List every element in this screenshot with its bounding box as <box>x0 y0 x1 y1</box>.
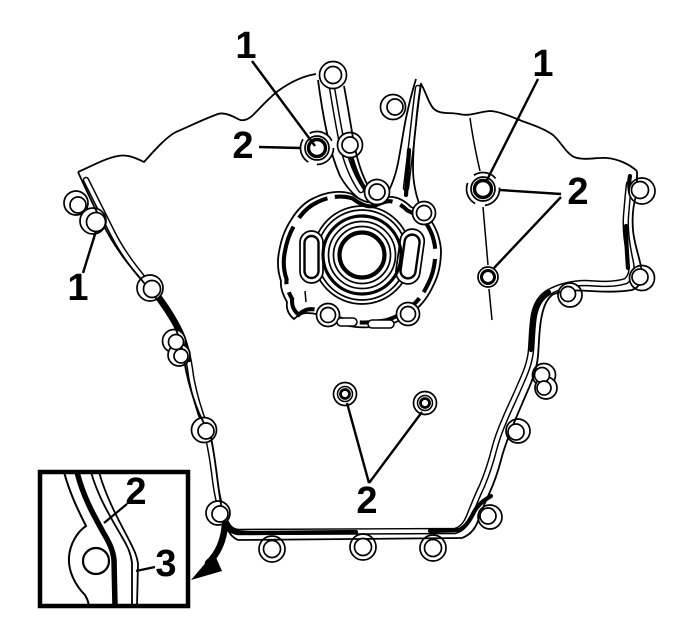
bolt-holes <box>69 65 650 559</box>
sealant-rings <box>299 130 501 416</box>
inset-callout-3: 3 <box>155 543 177 585</box>
pump-boundary <box>277 191 442 329</box>
sealant-ring-top-left <box>299 130 335 166</box>
pump-sealer-bead <box>281 194 438 325</box>
callout-1-top-right: 1 <box>532 43 554 85</box>
callout-1-left: 1 <box>67 267 89 309</box>
callout-2-bottom: 2 <box>356 480 378 522</box>
sealer-bead-segments <box>147 147 633 536</box>
inset-bolt-hole <box>81 546 111 576</box>
callout-1-top-left: 1 <box>235 25 257 67</box>
magnifier-arrow-icon <box>191 520 229 580</box>
inset-leaders <box>103 503 156 573</box>
pump-hub <box>277 178 442 329</box>
inset-cover-edge-line-1 <box>90 474 133 604</box>
sealant-ring-bottom-left <box>332 381 358 407</box>
cover-outline <box>77 73 644 541</box>
inset-sealer-bead <box>74 474 118 604</box>
callout-leaders <box>81 60 562 484</box>
inset-detail-box <box>37 469 191 609</box>
sealant-ring-bottom-right <box>412 390 438 416</box>
callout-2-right: 2 <box>567 171 589 213</box>
rib-lines <box>469 117 493 321</box>
sealant-ring-top-right <box>465 171 501 207</box>
inset-cover-edge-line-2 <box>98 474 139 604</box>
callout-2-top-left: 2 <box>232 125 254 167</box>
sealant-ring-right-small <box>477 266 499 288</box>
inset-cover-inner-line <box>63 474 90 604</box>
inset-callout-2: 2 <box>125 471 147 513</box>
